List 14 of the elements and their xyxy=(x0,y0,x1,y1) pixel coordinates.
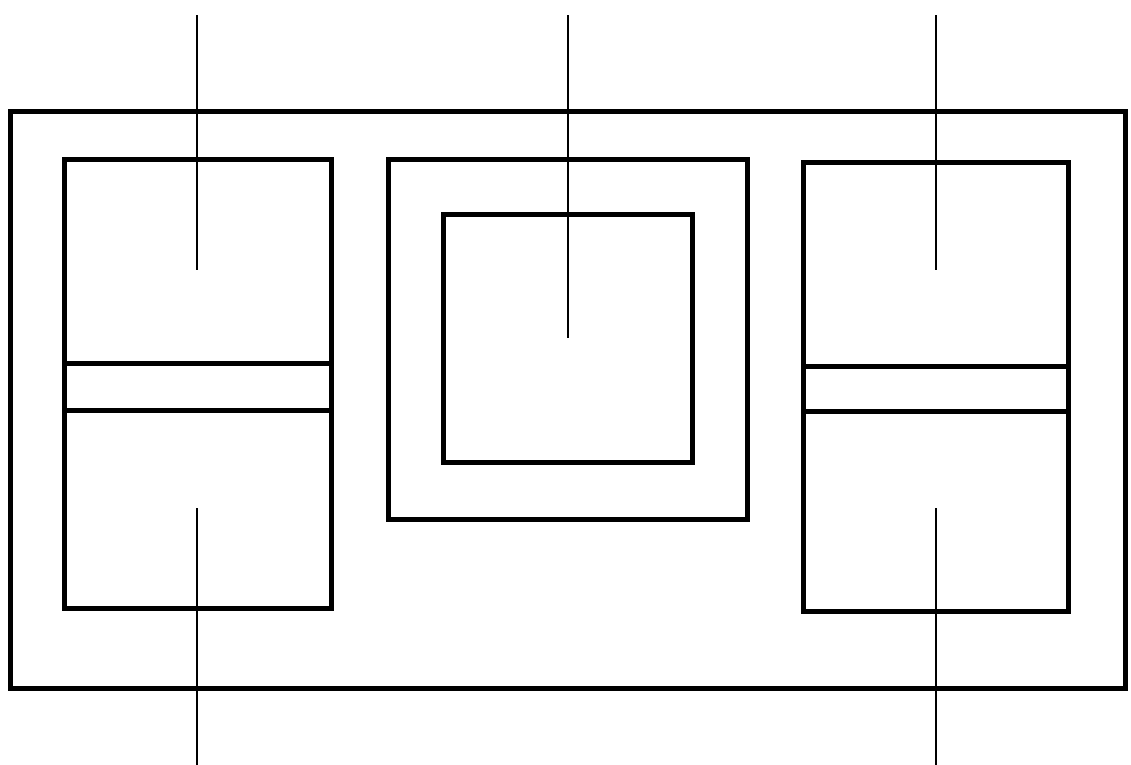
leader-line xyxy=(196,507,198,765)
box-outline xyxy=(386,157,750,522)
box-outline xyxy=(801,409,1071,614)
leader-line xyxy=(935,507,937,765)
box-outline xyxy=(801,160,1071,369)
box-outline xyxy=(8,109,1128,691)
box-outline xyxy=(62,408,334,611)
divider-band xyxy=(62,366,334,408)
leader-line xyxy=(196,14,198,271)
leader-line xyxy=(935,14,937,271)
divider-band xyxy=(801,369,1071,409)
box-outline xyxy=(441,212,695,465)
leader-line xyxy=(567,14,569,339)
box-outline xyxy=(62,157,334,366)
